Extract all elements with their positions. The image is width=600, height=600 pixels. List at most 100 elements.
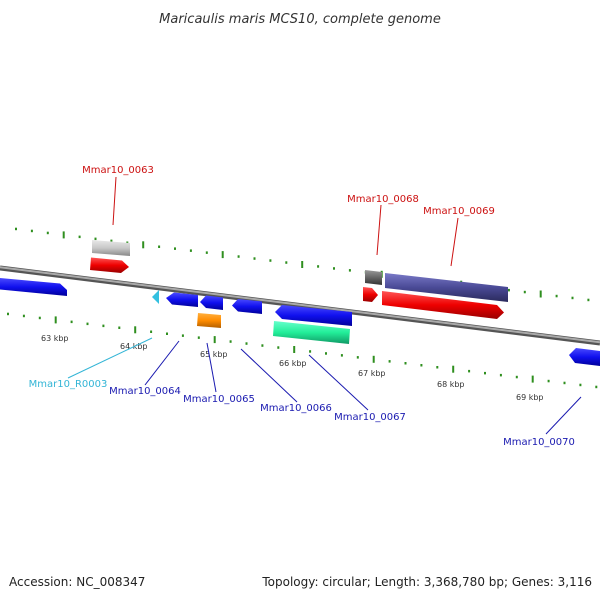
feature-mmar10-r0003[interactable]: [152, 290, 159, 304]
upper-tick-mark: [269, 259, 272, 262]
lower-tick-mark: [166, 332, 168, 335]
lower-tick-mark: [420, 364, 423, 367]
upper-tick-mark: [78, 235, 81, 239]
upper-tick-mark: [523, 290, 526, 294]
feature-dark-small[interactable]: [365, 270, 382, 285]
gene-label-mmar10-0063[interactable]: Mmar10_0063: [82, 165, 154, 176]
upper-tick-mark: [253, 257, 256, 260]
lower-tick-mark: [436, 366, 439, 369]
feature-grey-upper[interactable]: [92, 240, 130, 256]
tick-label: 69 kbp: [516, 393, 544, 402]
tick-label: 65 kbp: [200, 350, 228, 359]
feature-mmar10-0065-orange[interactable]: [197, 313, 221, 328]
upper-tick-mark: [158, 245, 161, 248]
upper-tick-mark: [539, 290, 542, 298]
upper-tick-mark: [317, 265, 320, 268]
feature-mmar10-0065[interactable]: [200, 295, 223, 311]
feature-mmar10-0069-purple[interactable]: [385, 273, 508, 302]
lower-tick-mark: [245, 342, 248, 345]
lower-tick-mark: [134, 326, 137, 334]
lower-tick-mark: [388, 360, 391, 363]
lower-tick-mark: [515, 375, 518, 379]
upper-tick-mark: [15, 227, 17, 231]
lower-tick-mark: [468, 369, 471, 373]
upper-tick-mark: [507, 288, 510, 292]
upper-tick-mark: [30, 229, 33, 233]
upper-tick-mark: [46, 231, 49, 235]
gene-label-mmar10-0070[interactable]: Mmar10_0070: [503, 437, 575, 448]
map-title: Maricaulis maris MCS10, complete genome: [159, 12, 441, 27]
lower-tick-mark: [340, 354, 343, 357]
lower-tick-mark: [54, 316, 57, 324]
lower-tick-mark: [181, 334, 184, 337]
feature-mmar10-0066[interactable]: [232, 299, 262, 314]
gene-label-mmar10-0066[interactable]: Mmar10_0066: [260, 403, 332, 414]
lower-tick-mark: [452, 365, 455, 373]
gene-features: [0, 240, 600, 366]
tick-label: 63 kbp: [41, 334, 69, 343]
lower-tick-mark: [261, 344, 264, 347]
upper-tick-mark: [587, 298, 590, 302]
lower-tick-mark: [356, 356, 359, 359]
leader-lines: [67, 176, 582, 435]
upper-tick-mark: [348, 269, 351, 272]
lower-tick-mark: [22, 314, 25, 318]
upper-tick-mark: [571, 296, 574, 300]
upper-tick-mark: [189, 249, 192, 252]
lower-tick-mark: [325, 352, 327, 355]
accession-text: Accession: NC_008347: [9, 575, 145, 589]
lower-tick-mark: [102, 324, 105, 328]
upper-tick-mark: [94, 237, 97, 241]
lower-tick-mark: [293, 346, 296, 353]
feature-mmar10-0067-green[interactable]: [273, 321, 350, 344]
feature-mmar10-0069[interactable]: [382, 291, 504, 319]
upper-tick-mark: [555, 294, 558, 298]
lower-tick-mark: [38, 316, 41, 320]
tick-tracks: [7, 227, 598, 389]
upper-tick-mark: [126, 241, 129, 244]
gene-label-mmar10-0064[interactable]: Mmar10_0064: [109, 386, 181, 397]
lower-tick-mark: [579, 383, 582, 387]
lower-tick-mark: [70, 320, 73, 324]
lower-tick-mark: [118, 326, 121, 329]
upper-tick-mark: [142, 241, 145, 249]
lower-tick-mark: [213, 336, 216, 344]
upper-tick-mark: [205, 251, 208, 254]
gene-label-mmar10-0067[interactable]: Mmar10_0067: [334, 412, 406, 423]
lower-tick-mark: [277, 346, 280, 349]
lower-tick-mark: [595, 385, 598, 389]
upper-tick-mark: [333, 267, 335, 270]
upper-tick-mark: [110, 239, 113, 243]
upper-tick-mark: [221, 251, 224, 259]
lower-tick-mark: [404, 362, 407, 365]
feature-mmar10-0064[interactable]: [166, 292, 198, 308]
tick-label: 66 kbp: [279, 359, 307, 368]
feature-mmar10-0063[interactable]: [90, 257, 129, 274]
gene-label-mmar10-r0003[interactable]: Mmar10_R0003: [29, 379, 108, 390]
lower-tick-mark: [563, 381, 566, 385]
lower-tick-mark: [86, 322, 89, 326]
lower-tick-mark: [7, 312, 9, 316]
lower-tick-mark: [197, 336, 200, 339]
upper-tick-mark: [62, 231, 65, 239]
gene-label-mmar10-0069[interactable]: Mmar10_0069: [423, 206, 495, 217]
upper-tick-mark: [301, 261, 304, 268]
gene-label-mmar10-0068[interactable]: Mmar10_0068: [347, 194, 419, 205]
upper-tick-mark: [285, 261, 288, 264]
lower-tick-mark: [531, 375, 534, 383]
upper-tick-mark: [237, 255, 240, 258]
feature-mmar10-0070[interactable]: [569, 348, 600, 366]
genome-backbone: [0, 265, 600, 346]
lower-tick-mark: [499, 373, 502, 377]
genome-summary-text: Topology: circular; Length: 3,368,780 bp…: [261, 575, 592, 589]
lower-tick-mark: [309, 350, 312, 353]
feature-left-edge[interactable]: [0, 278, 67, 296]
feature-mmar10-0068[interactable]: [363, 287, 378, 302]
feature-mmar10-0067[interactable]: [275, 305, 352, 326]
upper-tick-mark: [174, 247, 176, 250]
tick-label: 67 kbp: [358, 369, 386, 378]
gene-label-mmar10-0065[interactable]: Mmar10_0065: [183, 394, 255, 405]
lower-tick-mark: [150, 330, 153, 333]
lower-tick-mark: [229, 340, 232, 343]
gene-labels: Mmar10_0063 Mmar10_0068 Mmar10_0069 Mmar…: [29, 165, 575, 448]
